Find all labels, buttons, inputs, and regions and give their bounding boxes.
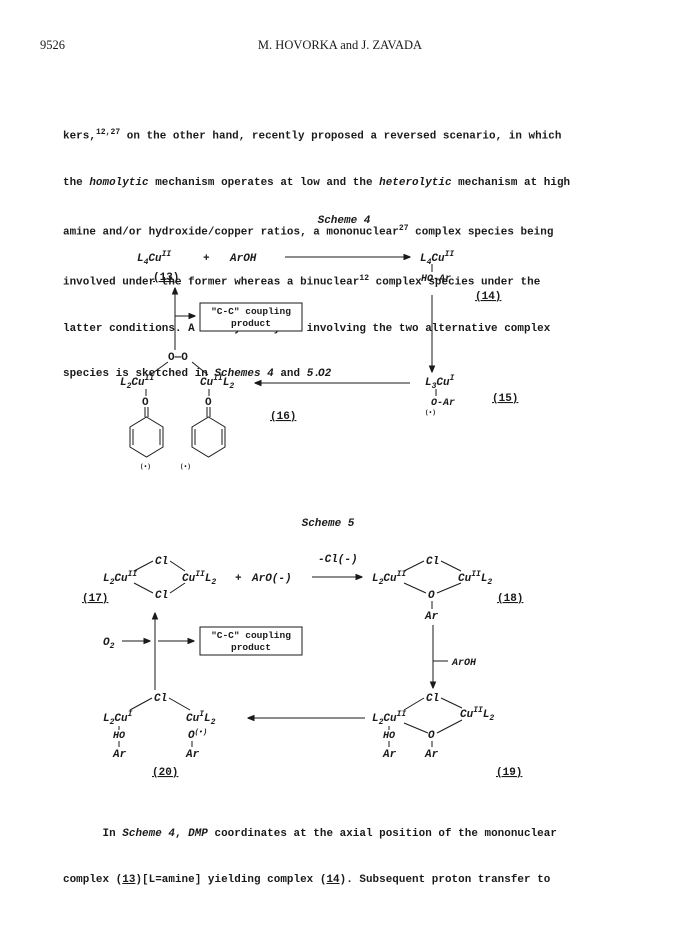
svg-text:Ar: Ar (185, 749, 200, 761)
svg-text:L2CuI: L2CuI (103, 710, 133, 727)
oxygen-left: O (142, 397, 149, 409)
radical-dot: (•) (180, 463, 191, 470)
scheme-5-title: Scheme 5 (302, 518, 355, 530)
compound-16-cu-right: CuIIL2 (200, 374, 234, 391)
svg-text:CuIIL2: CuIIL2 (460, 706, 494, 723)
compound-17-label: (17) (82, 593, 108, 605)
page-number: 9526 (40, 38, 65, 52)
coupling-product-box (199, 626, 303, 656)
svg-text:HO: HO (113, 731, 125, 742)
plus-sign: + (235, 573, 242, 585)
compound-20: Cl L2CuI CuIL2 HO O(•) Ar Ar (103, 693, 216, 761)
reagent-aro-anion: ArO(-) (251, 573, 292, 585)
loss-chloride: -Cl(-) (318, 554, 358, 566)
compound-15-ligand: O-Ar (431, 398, 455, 409)
svg-text:CuIL2: CuIL2 (186, 710, 216, 727)
compound-19-label: (19) (496, 767, 522, 779)
compound-14-formula: L4CuII (420, 250, 454, 267)
compound-17: Cl L2CuII CuIIL2 Cl (103, 556, 216, 602)
compound-13-label: (13) (153, 272, 179, 284)
text-line: species is sketched in Schemes 4 and 5. (63, 368, 320, 381)
svg-text:Cl: Cl (426, 693, 439, 705)
product-box-line2: product (231, 642, 271, 653)
text-line: In Scheme 4, DMP coordinates at the axia… (63, 828, 557, 841)
svg-text:O: O (428, 590, 435, 602)
text-line: the homolytic mechanism operates at low … (63, 176, 571, 189)
compound-14-label: (14) (475, 291, 501, 303)
bond (149, 361, 169, 376)
bond (191, 361, 209, 376)
compound-19: Cl L2CuII CuIIL2 O HO Ar Ar (372, 693, 494, 761)
compound-18-label: (18) (497, 593, 523, 605)
compound-20-label: (20) (152, 767, 178, 779)
product-box-line1: "C-C" coupling (211, 306, 291, 317)
scheme-4-diagram: Scheme 4 L4CuII + ArOH (13) L4CuII HO-Ar… (120, 215, 518, 470)
svg-text:Cl: Cl (155, 556, 168, 568)
compound-13-formula: L4CuII (137, 250, 171, 267)
svg-text:Cl: Cl (155, 590, 168, 602)
reagent-aroh: ArOH (229, 253, 257, 265)
svg-text:L2CuII: L2CuII (103, 570, 137, 587)
body-paragraph-2: In Scheme 4, DMP coordinates at the axia… (63, 797, 623, 903)
scheme-4-title: Scheme 4 (318, 215, 371, 227)
compound-14-ligand: HO-Ar (421, 274, 451, 285)
plus-sign: + (203, 253, 210, 265)
oxygen-right: O (205, 397, 212, 409)
compound-16-cu-left: L2CuII (120, 374, 154, 391)
svg-text:O: O (428, 730, 435, 742)
svg-text:Ar: Ar (424, 749, 439, 761)
svg-text:O(•): O(•) (188, 729, 207, 742)
reagent-o2: O2 (103, 637, 115, 651)
reagent-o2: O2 (318, 368, 332, 380)
svg-text:L2CuII: L2CuII (372, 710, 406, 727)
reagent-aroh: ArOH (451, 658, 477, 669)
compound-15-formula: L3CuI (425, 374, 455, 391)
radical-dot: (•) (425, 409, 436, 416)
compound-18: Cl L2CuII CuIIL2 O Ar (372, 556, 492, 623)
product-box-line1: "C-C" coupling (211, 630, 291, 641)
svg-text:Ar: Ar (112, 749, 127, 761)
text-line: latter conditions. A catalytic cycle inv… (63, 322, 551, 335)
product-box-line2: product (231, 318, 271, 329)
quinonoid-ring-right (191, 407, 226, 458)
svg-text:Cl: Cl (426, 556, 439, 568)
svg-text:Ar: Ar (424, 611, 439, 623)
svg-text:Cl: Cl (154, 693, 167, 705)
svg-text:L2CuII: L2CuII (372, 570, 406, 587)
scheme-5-diagram: Scheme 5 Cl L2CuII CuIIL2 Cl (17) + ArO(… (82, 518, 523, 779)
radical-dot: (•) (140, 463, 151, 470)
text-line: amine and/or hydroxide/copper ratios, a … (63, 224, 554, 239)
text-line: involved under the former whereas a binu… (63, 274, 541, 290)
running-head: M. HOVORKA and J. ZAVADA (257, 38, 423, 52)
svg-text:Ar: Ar (382, 749, 397, 761)
quinonoid-ring-left (129, 407, 164, 458)
compound-15-label: (15) (492, 393, 518, 405)
body-paragraph-1: kers,12,27 on the other hand, recently p… (63, 95, 623, 398)
svg-text:CuIIL2: CuIIL2 (458, 570, 492, 587)
text-line: kers,12,27 on the other hand, recently p… (63, 128, 562, 144)
text-line: complex (13)[L=amine] yielding complex (… (63, 874, 551, 887)
svg-text:HO: HO (383, 731, 395, 742)
peroxo-bridge: O—O (168, 352, 188, 364)
svg-text:CuIIL2: CuIIL2 (182, 570, 216, 587)
compound-16-label: (16) (270, 411, 296, 423)
coupling-product-box (199, 302, 303, 332)
